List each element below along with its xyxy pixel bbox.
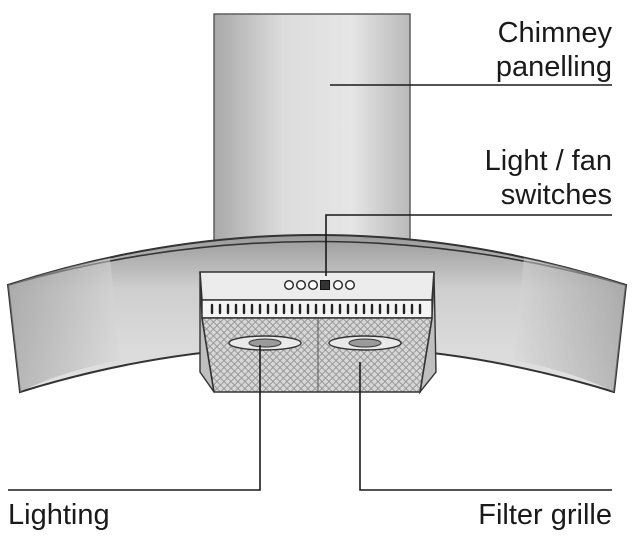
switch-button[interactable] [333,280,344,291]
switch-button[interactable] [345,280,356,291]
glass-canopy-left-shade [8,258,120,392]
label-switches-line1: Light / fan [484,145,612,177]
label-chimney-line2: panelling [495,51,612,83]
label-switches-line2: switches [500,179,612,211]
leader-switches [325,214,612,276]
label-chimney: Chimney panelling [496,16,612,84]
glass-canopy-right-shade [514,258,626,392]
label-chimney-line1: Chimney [497,17,612,49]
label-switches: Light / fan switches [485,144,612,212]
light-fitting-left [228,335,302,351]
light-fan-switches [284,280,356,291]
chimney-panel [213,13,411,245]
label-filter: Filter grille [478,499,612,531]
light-fitting-right [328,335,402,351]
filter-grille-area [201,317,433,393]
switch-button[interactable] [308,280,319,291]
switch-button[interactable] [296,280,307,291]
leader-lighting [8,345,261,491]
vent-slots [210,303,422,315]
label-lighting: Lighting [8,499,110,531]
switch-button-square[interactable] [320,280,330,290]
switch-button[interactable] [284,280,295,291]
leader-filter [359,362,612,491]
